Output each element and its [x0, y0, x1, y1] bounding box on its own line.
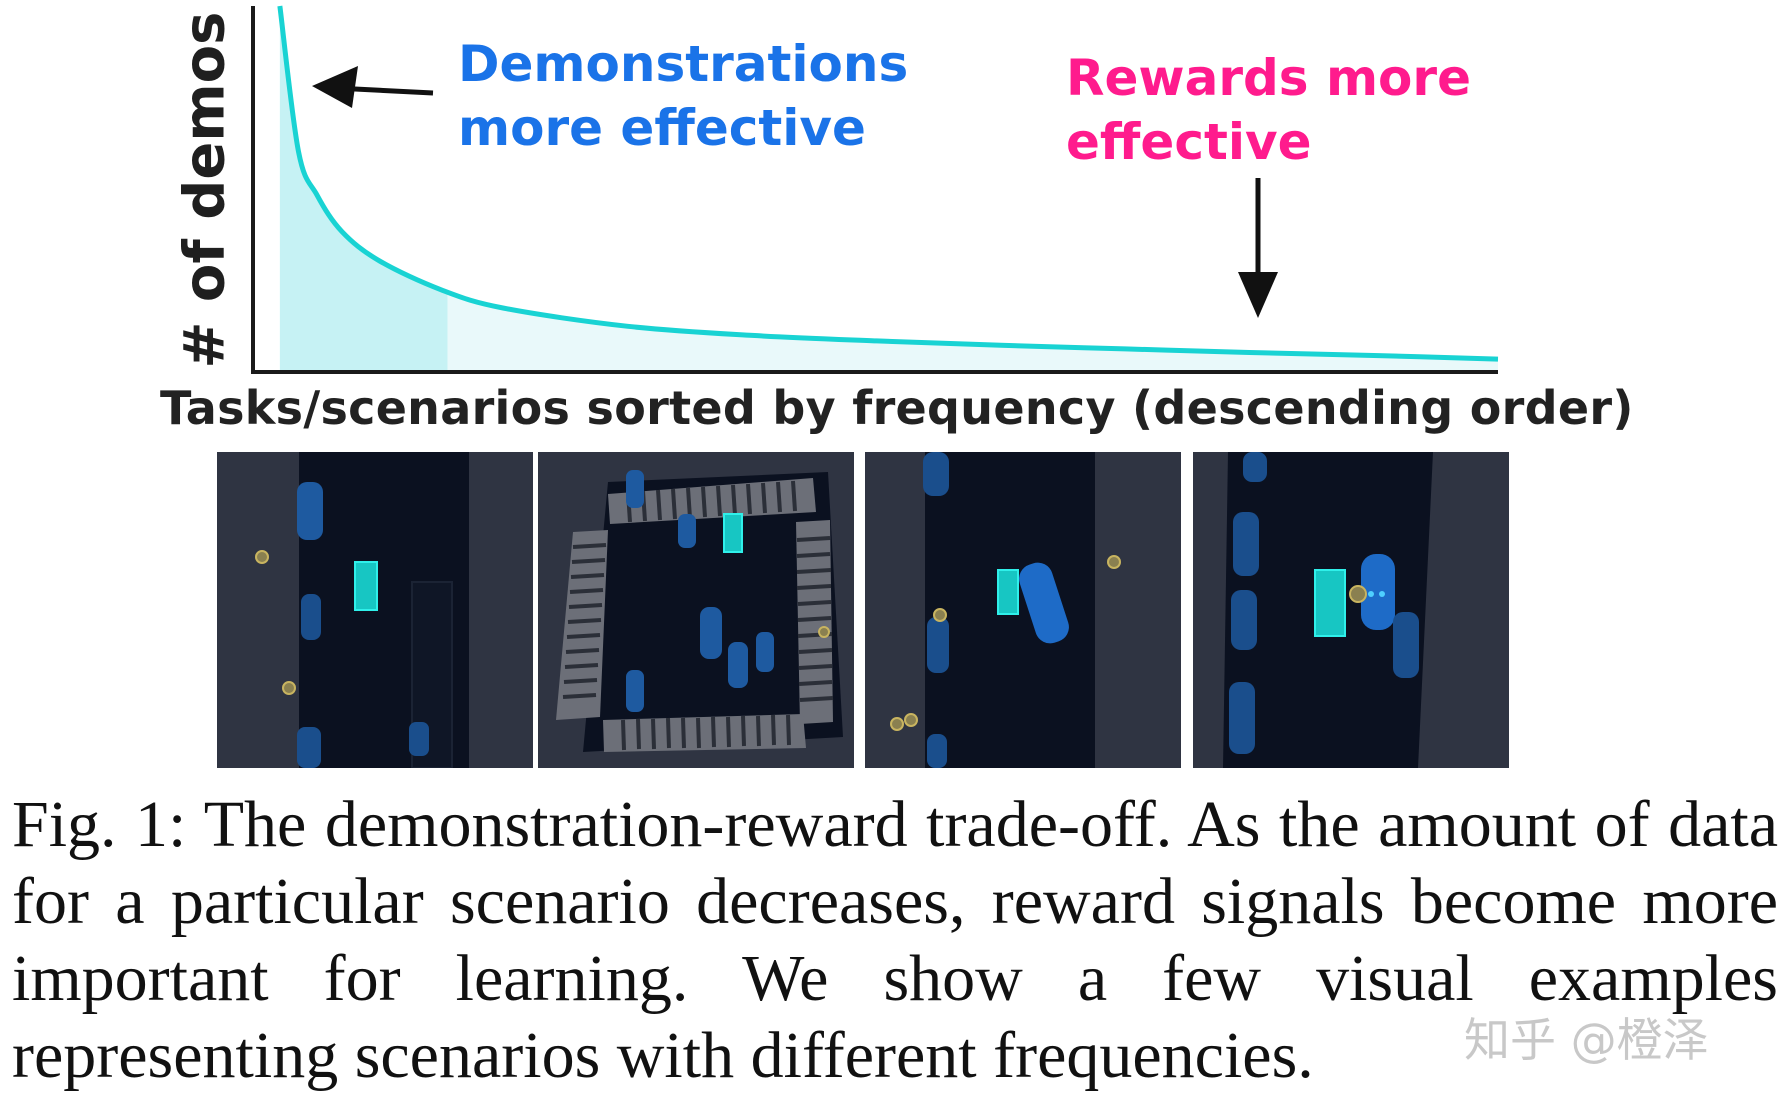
y-axis-label: # of demos [172, 11, 238, 369]
scene-highway-1 [217, 452, 533, 768]
demo-frequency-chart [251, 5, 1499, 374]
annotation-rewards: Rewards more effective [1066, 49, 1471, 171]
arrow-down-icon [1238, 178, 1278, 318]
scene-intersection [538, 452, 854, 768]
figure-caption: Fig. 1: The demonstration-reward trade-o… [12, 788, 1778, 1092]
scene-highway-2 [865, 452, 1181, 768]
scene-highway-3 [1193, 452, 1509, 768]
arrow-left-icon [312, 66, 434, 108]
chart-area-fill [279, 6, 1498, 370]
watermark: 知乎 @橙泽 [1464, 1013, 1709, 1067]
x-axis-label: Tasks/scenarios sorted by frequency (des… [160, 381, 1634, 435]
area-fill-rare [447, 292, 1498, 370]
demo-count-curve [277, 5, 1499, 362]
area-fill-frequent [279, 6, 448, 370]
annotation-demonstrations: Demonstrations more effective [458, 35, 909, 157]
